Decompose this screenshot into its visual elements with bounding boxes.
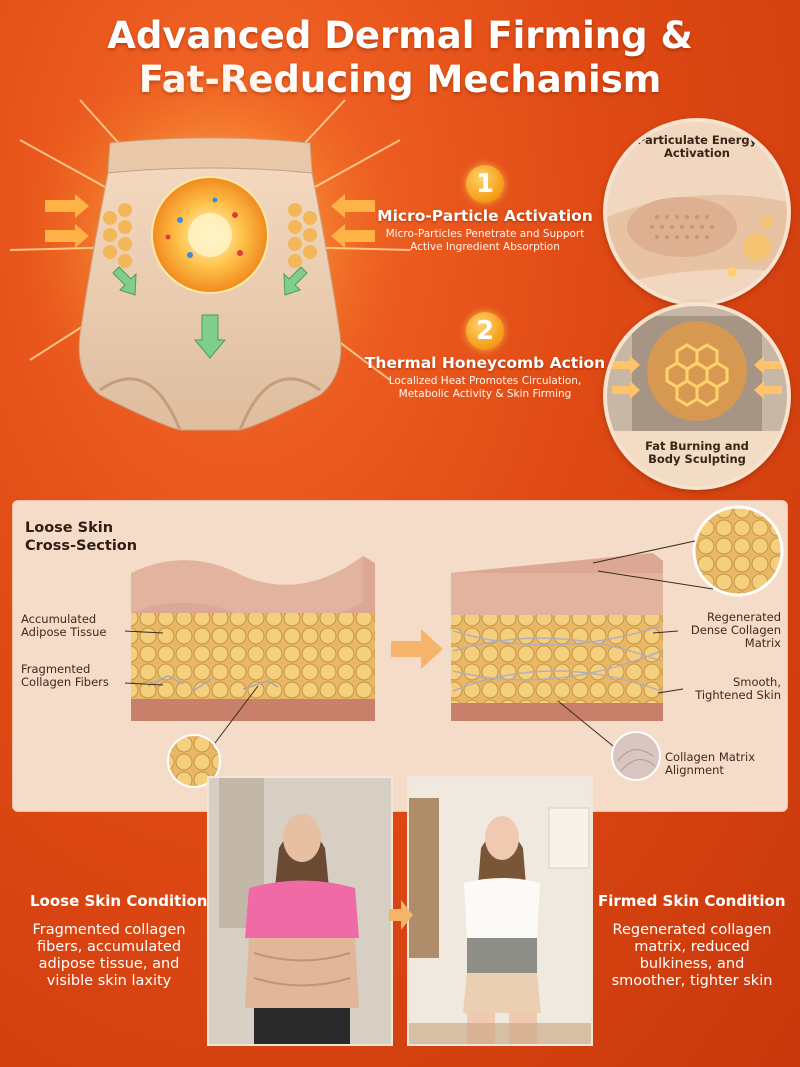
label-adipose: Accumulated Adipose Tissue <box>21 613 106 639</box>
label-regenerated-line-2: Dense Collagen <box>690 623 781 637</box>
arrow-right-icon <box>391 629 443 669</box>
step-2-description: Localized Heat Promotes Circulation, Met… <box>360 375 610 401</box>
label-alignment-line-1: Collagen Matrix <box>665 750 756 764</box>
circle-bottom-label-line-2: Body Sculpting <box>648 452 746 466</box>
label-adipose-line-2: Adipose Tissue <box>21 625 107 639</box>
label-fragmented-line-2: Collagen Fibers <box>21 675 109 689</box>
circle-top-label-line-1: Particulate Energy <box>636 133 758 147</box>
step-2-desc-line-2: Metabolic Activity & Skin Firming <box>398 388 572 400</box>
cross-section-title-line-2: Cross-Section <box>25 538 138 554</box>
before-condition-description: Fragmented collagen fibers, accumulated … <box>14 922 204 990</box>
after-condition-description: Regenerated collagen matrix, reduced bul… <box>594 922 790 990</box>
after-photo <box>407 776 593 1046</box>
label-adipose-line-1: Accumulated <box>21 612 97 626</box>
cross-section-title-line-1: Loose Skin <box>25 520 114 536</box>
label-smooth: Smooth, Tightened Skin <box>681 676 781 702</box>
skin-layers-diagram <box>124 505 784 788</box>
before-desc-line-2: fibers, accumulated <box>36 939 182 955</box>
after-condition-title: Firmed Skin Condition <box>598 892 786 910</box>
honeycomb-graphic <box>607 306 787 486</box>
before-photo <box>207 776 393 1046</box>
label-fragmented-line-1: Fragmented <box>21 662 91 676</box>
label-regenerated-line-1: Regenerated <box>707 610 781 624</box>
fat-burning-circle: Fat Burning and Body Sculpting <box>603 302 791 490</box>
before-desc-line-1: Fragmented collagen <box>32 922 186 938</box>
step-2-desc-line-1: Localized Heat Promotes Circulation, <box>388 375 582 387</box>
particulate-energy-label: Particulate Energy Activation <box>607 134 787 160</box>
number-badge-icon: 1 <box>466 165 504 203</box>
label-alignment: Collagen Matrix Alignment <box>665 751 755 777</box>
step-2: 2 Thermal Honeycomb Action Localized Hea… <box>360 312 610 401</box>
arrow-right-icon <box>389 900 413 930</box>
label-regenerated-line-3: Matrix <box>744 636 781 650</box>
label-alignment-line-2: Alignment <box>665 763 724 777</box>
magnifier-circle-icon <box>692 505 784 597</box>
step-1: 1 Micro-Particle Activation Micro-Partic… <box>360 165 610 254</box>
after-desc-line-4: smoother, tighter skin <box>611 973 773 989</box>
firm-skin-block <box>451 553 663 721</box>
circle-bottom-label-line-1: Fat Burning and <box>645 439 749 453</box>
step-1-desc-line-1: Micro-Particles Penetrate and Support <box>385 228 585 240</box>
step-1-desc-line-2: Active Ingredient Absorption <box>410 241 560 253</box>
step-1-description: Micro-Particles Penetrate and Support Ac… <box>360 228 610 254</box>
number-badge-icon: 2 <box>466 312 504 350</box>
after-desc-line-3: bulkiness, and <box>639 956 745 972</box>
particulate-energy-circle: Particulate Energy Activation <box>603 118 791 306</box>
before-desc-line-3: adipose tissue, and <box>38 956 180 972</box>
title-line-1: Advanced Dermal Firming & <box>107 14 693 57</box>
cross-section-panel: Loose Skin Cross-Section <box>12 500 788 812</box>
fat-burning-label: Fat Burning and Body Sculpting <box>607 440 787 466</box>
label-smooth-line-2: Tightened Skin <box>695 688 781 702</box>
before-person-graphic <box>209 778 391 1044</box>
cross-section-title: Loose Skin Cross-Section <box>25 519 137 555</box>
fabric-texture-graphic <box>607 122 787 302</box>
magnifier-circle-icon <box>167 734 221 788</box>
after-desc-line-1: Regenerated collagen <box>612 922 772 938</box>
shapewear-illustration <box>45 137 375 431</box>
after-person-graphic <box>409 778 591 1044</box>
before-desc-line-4: visible skin laxity <box>46 973 172 989</box>
loose-skin-block <box>131 556 375 721</box>
step-1-title: Micro-Particle Activation <box>377 207 593 225</box>
after-desc-line-2: matrix, reduced <box>634 939 750 955</box>
label-regenerated: Regenerated Dense Collagen Matrix <box>681 611 781 650</box>
circle-top-label-line-2: Activation <box>664 146 730 160</box>
step-2-title: Thermal Honeycomb Action <box>364 354 606 372</box>
before-condition-title: Loose Skin Condition <box>30 892 208 910</box>
label-smooth-line-1: Smooth, <box>732 675 781 689</box>
label-fragmented: Fragmented Collagen Fibers <box>21 663 109 689</box>
